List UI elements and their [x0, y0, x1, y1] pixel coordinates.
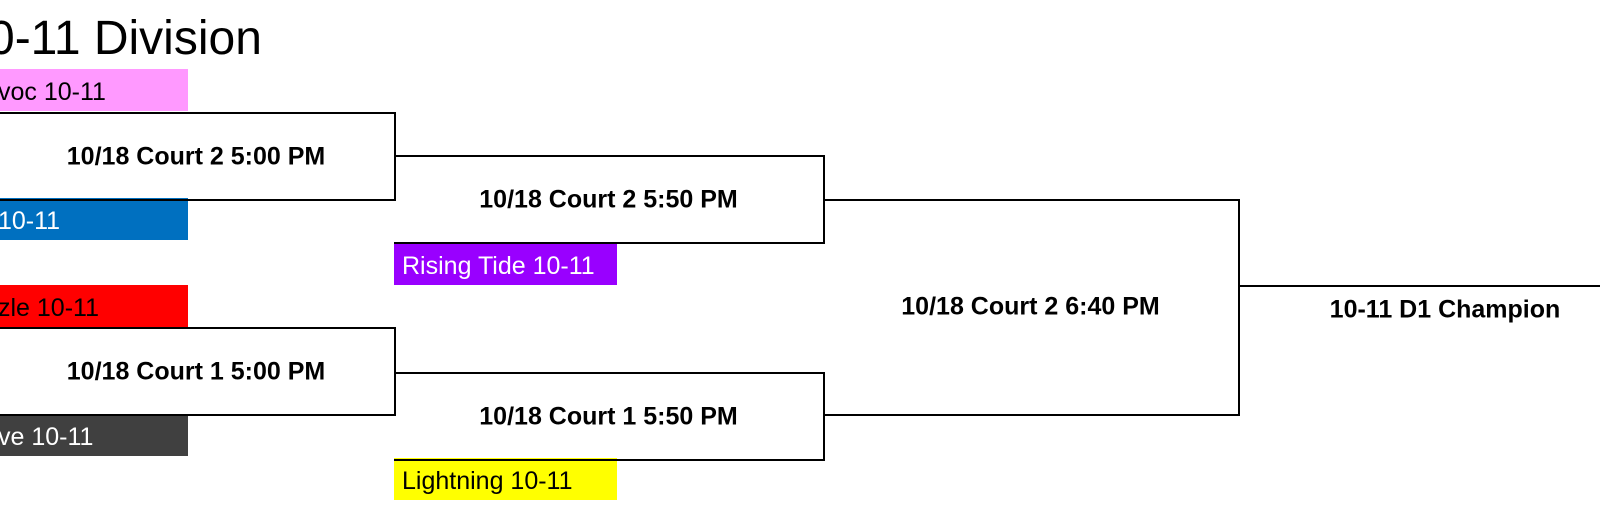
- bracket-line-semi-top: [823, 199, 1240, 201]
- team-label-text: Lightning 10-11: [402, 467, 573, 495]
- team-label-dark: ve 10-11: [0, 414, 188, 456]
- division-title: 0-11 Division: [0, 12, 262, 65]
- game-label: 10/18 Court 1 5:00 PM: [66, 357, 326, 385]
- game-label: 10-11 D1 Champion: [1329, 295, 1561, 324]
- team-label-havoc: voc 10-11: [0, 69, 188, 111]
- bracket-line-semi-bottom: [823, 414, 1240, 416]
- game-r1-top: 10/18 Court 2 5:00 PM: [0, 112, 396, 201]
- bracket-line-semi-right: [1238, 199, 1240, 416]
- game-label: 10/18 Court 2 5:00 PM: [66, 142, 326, 170]
- team-label-text: zle 10-11: [0, 294, 99, 322]
- game-final: 10-11 D1 Champion: [1300, 289, 1590, 331]
- game-semi: 10/18 Court 2 6:40 PM: [823, 285, 1238, 329]
- team-label-text: voc 10-11: [0, 78, 106, 106]
- team-label-blue: 10-11: [0, 198, 188, 240]
- team-label-lightning: Lightning 10-11: [394, 458, 617, 500]
- game-label: 10/18 Court 2 5:50 PM: [479, 185, 738, 213]
- team-label-text: 10-11: [0, 207, 61, 235]
- team-label-sizzle: zle 10-11: [0, 285, 188, 327]
- game-label: 10/18 Court 2 6:40 PM: [901, 292, 1160, 321]
- team-label-rising-tide: Rising Tide 10-11: [394, 243, 617, 285]
- bracket-line-champion: [1238, 285, 1600, 287]
- team-label-text: Rising Tide 10-11: [402, 252, 595, 280]
- game-label: 10/18 Court 1 5:50 PM: [479, 402, 738, 430]
- team-label-text: ve 10-11: [0, 423, 94, 451]
- game-r2-bottom: 10/18 Court 1 5:50 PM: [394, 372, 825, 461]
- game-r1-bottom: 10/18 Court 1 5:00 PM: [0, 327, 396, 416]
- game-r2-top: 10/18 Court 2 5:50 PM: [394, 155, 825, 244]
